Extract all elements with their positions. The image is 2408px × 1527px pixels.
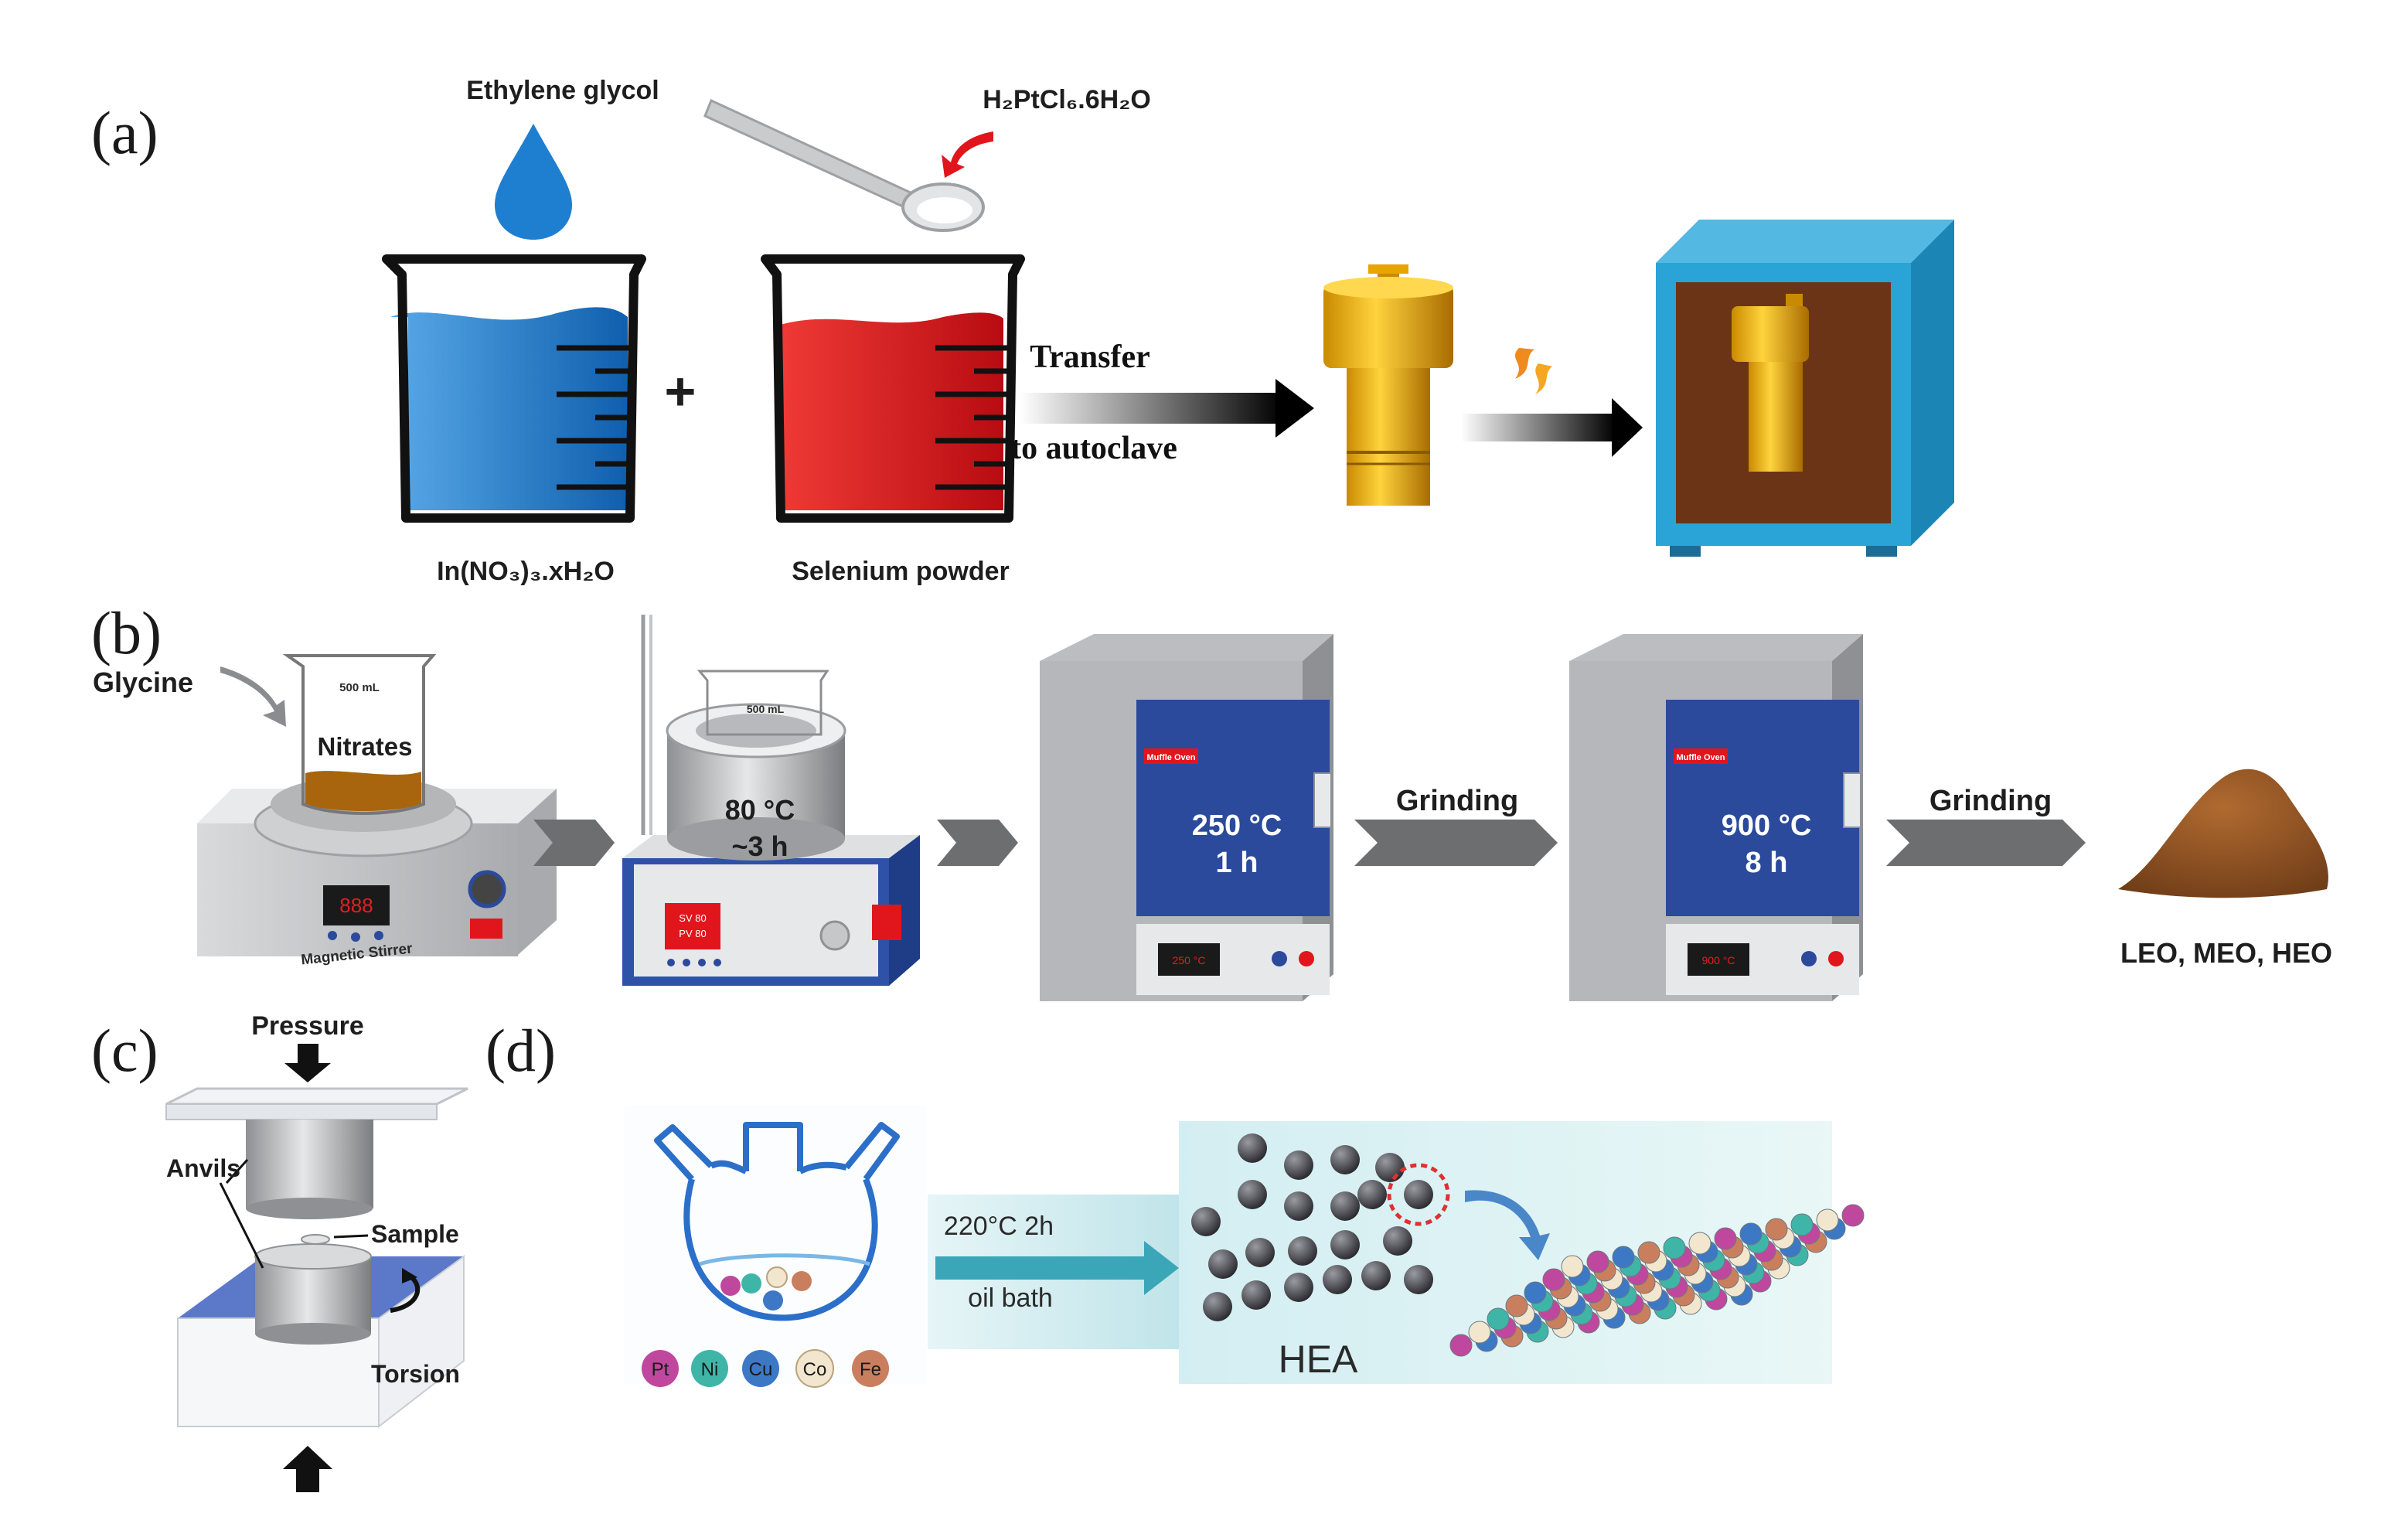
to-autoclave-label: to autoclave	[1010, 431, 1177, 466]
lattice-atom	[1487, 1307, 1510, 1331]
plus-sign: +	[665, 361, 697, 421]
beaker-volume-label: 500 mL	[339, 681, 380, 694]
grinding-label-2: Grinding	[1929, 785, 2052, 817]
flask-particles	[720, 1266, 812, 1311]
product-label: LEO, MEO, HEO	[2120, 937, 2332, 969]
svg-text:888: 888	[339, 894, 373, 917]
oil-bath-label: oil bath	[968, 1283, 1053, 1313]
lattice-atom	[1449, 1334, 1473, 1357]
element-ni: Ni	[701, 1359, 719, 1380]
lattice-atom	[1816, 1208, 1839, 1232]
glycine-arrow-icon	[220, 666, 286, 727]
sample-label: Sample	[371, 1220, 459, 1248]
lattice-atom	[1637, 1241, 1660, 1264]
autoclave-icon	[1323, 264, 1453, 506]
muffle-oven-1	[1040, 634, 1333, 1001]
bath-time-label: ~3 h	[731, 830, 788, 862]
ethylene-glycol-label: Ethylene glycol	[466, 76, 659, 105]
reaction-arrow	[935, 1241, 1179, 1295]
lattice-atom	[1524, 1281, 1547, 1304]
lattice-atom	[1790, 1213, 1814, 1236]
chevron-right-icon	[533, 820, 615, 866]
bath-temperature-label: 80 °C	[725, 794, 795, 826]
element-pt: Pt	[652, 1359, 669, 1380]
pressure-label: Pressure	[251, 1011, 364, 1041]
curved-arrow-icon	[1465, 1190, 1550, 1260]
water-bath: SV 80 PV 80	[622, 615, 920, 986]
grinding-label-1: Grinding	[1396, 785, 1518, 817]
lattice-atom	[1505, 1294, 1528, 1317]
heating-arrow	[1461, 398, 1643, 457]
spoon-icon	[703, 98, 985, 232]
lattice-atom	[1542, 1268, 1565, 1291]
element-fe: Fe	[860, 1359, 881, 1380]
condition-label: 220°C 2h	[944, 1212, 1054, 1241]
three-neck-flask	[654, 1122, 900, 1321]
oven2-time-label: 8 h	[1746, 847, 1788, 879]
lattice-atom	[1561, 1255, 1584, 1278]
element-cu: Cu	[749, 1359, 773, 1380]
oven1-temperature-label: 250 °C	[1192, 810, 1282, 842]
powder-pile-icon	[2118, 769, 2328, 898]
nanoparticles	[1191, 1133, 1433, 1321]
lattice-atom	[1841, 1204, 1865, 1227]
flame-icon	[1515, 348, 1552, 394]
element-co: Co	[803, 1359, 827, 1380]
grinding-arrow-2	[1886, 820, 2086, 866]
bath-display-pv: PV 80	[679, 928, 706, 939]
red-arrow-icon	[942, 131, 993, 178]
lattice-atom	[1765, 1218, 1788, 1241]
lattice-atom	[1688, 1232, 1711, 1255]
nitrates-beaker	[282, 654, 437, 815]
panel-c-label: (c)	[91, 1017, 158, 1084]
flask-background	[625, 1106, 926, 1384]
hea-lattice	[1449, 1204, 1865, 1357]
muffle-oven-2	[1569, 634, 1863, 1001]
lattice-atom	[1586, 1250, 1609, 1273]
arrow-down-icon	[284, 1044, 331, 1082]
lattice-atom	[1739, 1222, 1763, 1246]
panel-d-label: (d)	[485, 1017, 556, 1084]
torsion-label: Torsion	[371, 1360, 460, 1388]
panel-b-label: (b)	[91, 599, 162, 666]
panel-a-label: (a)	[91, 99, 158, 166]
transfer-arrow	[1020, 379, 1314, 438]
glycine-label: Glycine	[93, 666, 193, 698]
hydrothermal-oven	[1656, 220, 1954, 557]
solution-line	[699, 1253, 870, 1266]
oven1-display: 250 °C	[1173, 954, 1206, 966]
grinding-arrow-1	[1354, 820, 1558, 866]
hpt-apparatus	[165, 1087, 468, 1429]
nitrates-label: Nitrates	[318, 732, 413, 761]
transfer-label: Transfer	[1030, 339, 1150, 375]
beaker-red	[761, 254, 1025, 523]
highlight-circle	[1387, 1163, 1450, 1226]
selenium-powder-label: Selenium powder	[792, 557, 1010, 586]
hea-label: HEA	[1279, 1338, 1358, 1381]
lattice-atom	[1663, 1236, 1686, 1259]
beaker-blue	[382, 254, 646, 523]
anvils-label: Anvils	[166, 1154, 240, 1182]
lattice-atom	[1612, 1246, 1635, 1269]
chevron-right-icon	[937, 820, 1018, 866]
h2ptcl6-label: H₂PtCl₆.6H₂O	[983, 85, 1151, 114]
oven2-temperature-label: 900 °C	[1722, 810, 1812, 842]
lattice-atom	[1468, 1321, 1491, 1344]
arrow-up-icon	[283, 1446, 332, 1492]
oven2-display: 900 °C	[1702, 954, 1735, 966]
lattice-atom	[1714, 1227, 1737, 1250]
bath-display-sv: SV 80	[679, 912, 706, 924]
oven2-brand-label: Muffle Oven	[1677, 753, 1725, 762]
indium-nitrate-label: In(NO₃)₃.xH₂O	[437, 557, 615, 586]
oven1-brand-label: Muffle Oven	[1147, 753, 1196, 762]
oven1-time-label: 1 h	[1216, 847, 1258, 879]
element-legend: Pt Ni Cu Co Fe	[642, 1349, 889, 1388]
drop-icon	[495, 124, 572, 240]
bath-beaker-volume-label: 500 mL	[747, 703, 785, 715]
